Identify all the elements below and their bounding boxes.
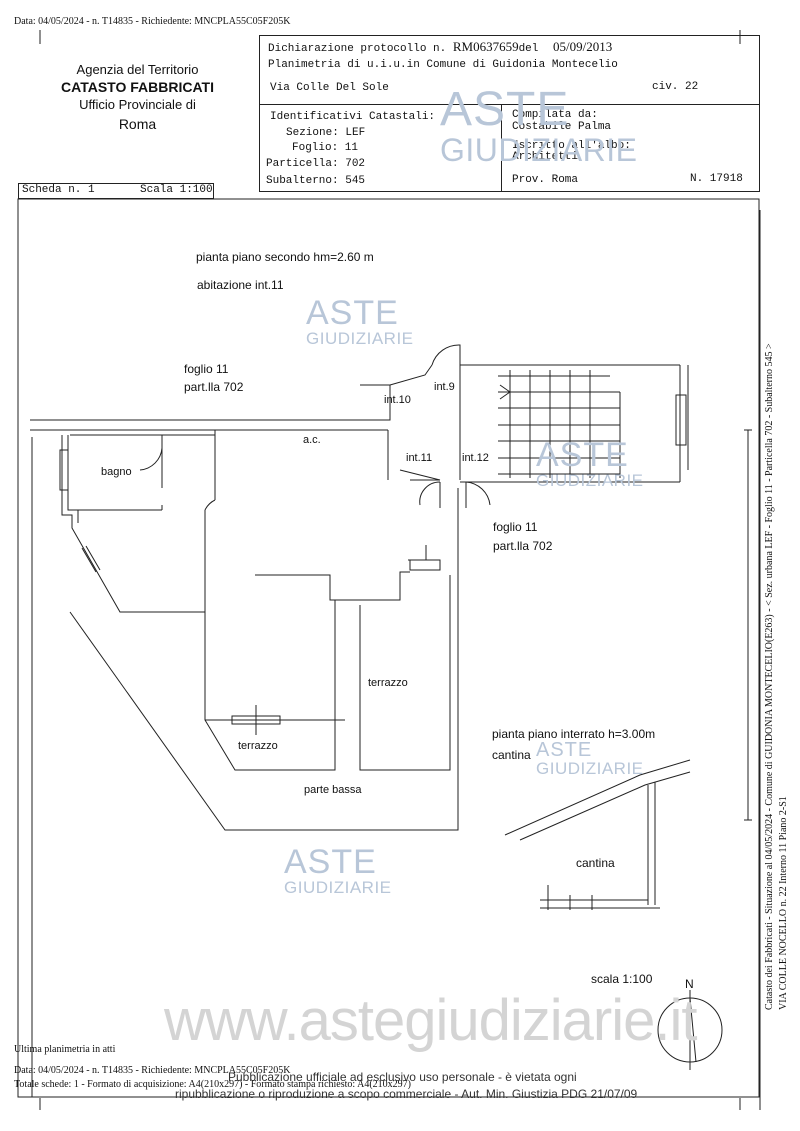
albo: Architetti: [512, 151, 579, 163]
declaration-date: 05/09/2013: [553, 39, 613, 54]
int9-label: int.9: [434, 381, 455, 393]
terrazzo-right-outline: [359, 575, 451, 771]
iscritto-label: Iscritto all'albo:: [512, 140, 631, 152]
staircase: [498, 370, 621, 478]
agency-line4: Roma: [118, 116, 157, 132]
footer-meta: Data: 04/05/2024 - n. T14835 - Richieden…: [14, 1065, 291, 1076]
planimetry-line: Planimetria di u.i.u.in Comune di Guidon…: [268, 59, 618, 71]
plan-title: pianta piano secondo hm=2.60 m: [196, 250, 374, 264]
basement-cantina-label: cantina: [492, 748, 531, 762]
parte-bassa-outline: [69, 488, 459, 831]
north-compass: [657, 990, 723, 1070]
albo-number: N. 17918: [690, 173, 743, 185]
watermark-site: www.astegiudiziarie.it: [164, 988, 697, 1053]
int10-label: int.10: [384, 394, 411, 406]
int11-label: int.11: [406, 452, 433, 464]
particella: Particella: 702: [266, 158, 366, 170]
particella-b: part.lla 702: [493, 539, 553, 553]
cantina-room-label: cantina: [576, 856, 615, 870]
unit-label: abitazione int.11: [197, 278, 284, 292]
sezione: Sezione: LEF: [286, 127, 366, 139]
compilata-label: Compilata da:: [512, 109, 598, 121]
ac-label: a.c.: [303, 434, 321, 446]
street-line: Via Colle Del Sole: [270, 82, 389, 94]
terrazzo-right-label: terrazzo: [368, 677, 408, 689]
particella-a: part.lla 702: [184, 380, 244, 394]
protocol-number: RM0637659: [452, 39, 519, 54]
top-meta: Data: 04/05/2024 - n. T14835 - Richieden…: [14, 16, 291, 27]
footer-ultima: Ultima planimetria in atti: [14, 1044, 116, 1055]
foglio-a: foglio 11: [184, 362, 229, 376]
wall-left-apartment: [61, 435, 200, 613]
drawing-frame: [17, 198, 760, 1098]
footer-schede: Totale schede: 1 - Formato di acquisizio…: [14, 1079, 411, 1090]
scale-label: scala 1:100: [591, 972, 653, 986]
agency-block: Agenzia del Territorio CATASTO FABBRICAT…: [40, 62, 235, 132]
parte-bassa-label: parte bassa: [304, 784, 362, 796]
foglio: Foglio: 11: [292, 142, 359, 154]
prov: Prov. Roma: [512, 174, 579, 186]
declaration-label: Dichiarazione protocollo n.: [268, 43, 447, 55]
north-label: N: [685, 977, 694, 991]
footer-notice2: ripubblicazione o riproduzione a scopo c…: [175, 1087, 638, 1101]
bagno-label: bagno: [101, 466, 132, 478]
subalterno: Subalterno: 545: [266, 175, 366, 187]
basement-title: pianta piano interrato h=3.00m: [492, 727, 656, 741]
footer-notice1: Pubblicazione ufficiale ad esclusivo uso…: [228, 1070, 577, 1084]
side-text-line2: VIA COLLE NOCELLO n. 22 Interno 11 Piano…: [778, 796, 789, 1010]
del-label: del: [518, 43, 539, 55]
int12-label: int.12: [462, 452, 489, 464]
scheda-scale: Scala 1:100: [140, 184, 213, 196]
foglio-b: foglio 11: [493, 520, 538, 534]
agency-line3: Ufficio Provinciale di: [79, 97, 196, 112]
terrazzo-left-label: terrazzo: [238, 740, 278, 752]
compiler-name: Costabile Palma: [512, 121, 612, 133]
agency-line1: Agenzia del Territorio: [76, 62, 199, 77]
watermark-header: ASTE GIUDIZIARIE: [440, 83, 638, 168]
agency-line2: CATASTO FABBRICATI: [61, 79, 214, 95]
civ-line: civ. 22: [652, 81, 699, 93]
identifiers-title: Identificativi Catastali:: [270, 111, 436, 123]
declaration-line: Dichiarazione protocollo n. RM0637659del…: [268, 39, 612, 55]
wall-upper: [30, 384, 391, 421]
scheda-number: Scheda n. 1: [22, 184, 95, 196]
basement-plan: [504, 759, 691, 910]
compiler-box: [501, 104, 760, 192]
side-text-line1: Catasto dei Fabbricati - Situazione al 0…: [764, 343, 775, 1010]
